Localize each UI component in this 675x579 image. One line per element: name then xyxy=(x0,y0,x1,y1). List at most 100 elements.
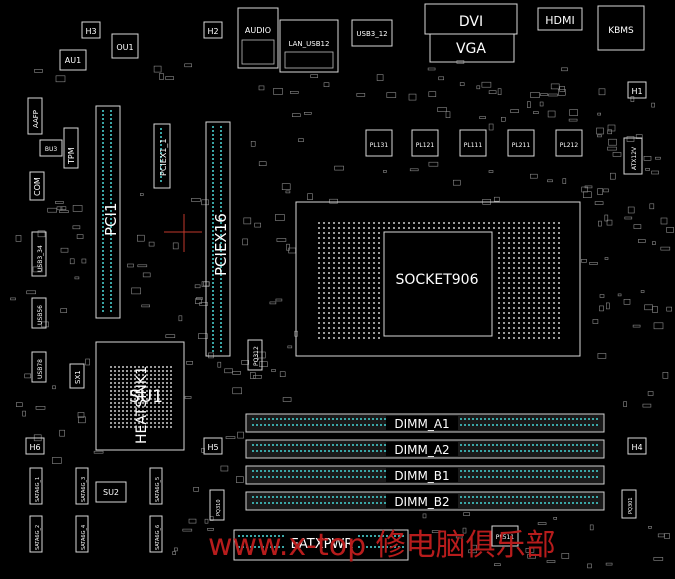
pin-row xyxy=(160,128,162,182)
small-components xyxy=(10,60,674,569)
pq312-mosfet: PQ312 xyxy=(247,339,263,371)
su2-label: SU2 xyxy=(103,488,119,497)
tpm-header: TPM xyxy=(63,127,79,169)
h4-label: H4 xyxy=(631,443,642,452)
h6-mount-hole: H6 xyxy=(25,437,45,455)
lan-usb12-connector: LAN_USB12 xyxy=(279,19,339,73)
h2-label: H2 xyxy=(207,27,218,36)
dimm-b2-label: DIMM_B2 xyxy=(394,495,449,509)
sata6g-6-port: SATA6G_6 xyxy=(149,515,163,553)
kbms-connector: KBMS xyxy=(597,5,645,51)
pin-row xyxy=(212,126,222,352)
eatxpwr-connector: EATXPWR xyxy=(233,529,409,561)
au1-label: AU1 xyxy=(65,56,81,65)
hdmi-label: HDMI xyxy=(545,14,574,27)
sata6g-1-label: SATA6G_1 xyxy=(35,477,41,502)
aafp-label: AAFP xyxy=(32,110,40,128)
h2-mount-hole: H2 xyxy=(203,21,223,39)
dimm-b1-slot: DIMM_B1 xyxy=(245,465,605,485)
socket-label: SOCKET906 xyxy=(396,272,479,288)
com-label: COM xyxy=(33,177,42,196)
pl121-label: PL121 xyxy=(416,142,435,149)
sx1-label: SX1 xyxy=(74,370,82,384)
pciex16-label: PCIEX16 xyxy=(212,213,230,276)
pq310-label: PQ310 xyxy=(216,500,222,517)
usb3-34-label: USB3_34 xyxy=(37,245,44,272)
usb3-34-header: USB3_34 xyxy=(31,231,47,277)
sata6g-5-label: SATA6G_5 xyxy=(155,477,161,502)
pq301-mosfet: PQ301 xyxy=(621,489,637,519)
pin-row xyxy=(252,496,598,504)
pq310-mosfet: PQ310 xyxy=(209,489,225,521)
tpm-label: TPM xyxy=(67,147,76,165)
pl131-choke: PL131 xyxy=(365,129,393,157)
sata6g-1-port: SATA6G_1 xyxy=(29,467,43,505)
pl211-choke: PL211 xyxy=(507,129,535,157)
dimm-a2-label: DIMM_A2 xyxy=(394,443,449,457)
audio-label: AUDIO xyxy=(245,26,271,35)
watermark: www.x-top 修电脑俱乐部 xyxy=(208,528,556,563)
usb56-label: USB56 xyxy=(37,305,44,325)
bu3-label: BU3 xyxy=(45,146,58,153)
dvi-label: DVI xyxy=(459,14,483,30)
pl111-choke: PL111 xyxy=(459,129,487,157)
pin-row xyxy=(252,470,598,478)
pl211-label: PL211 xyxy=(512,142,531,149)
pl511-choke: PL511 xyxy=(491,525,519,547)
ou1-component: OU1 xyxy=(111,33,139,59)
h1-label: H1 xyxy=(631,87,642,96)
pq312-label: PQ312 xyxy=(253,346,260,366)
pciex16-slot: PCIEX16 xyxy=(205,121,231,357)
sata6g-3-port: SATA6G_3 xyxy=(75,467,89,505)
pci1-label: PCI1 xyxy=(102,203,120,237)
eatxpwr-label: EATXPWR xyxy=(291,537,354,552)
h4-mount-hole: H4 xyxy=(627,437,647,455)
sata6g-4-label: SATA6G_4 xyxy=(81,525,87,550)
pq301-label: PQ301 xyxy=(628,498,634,515)
audio-connector: AUDIO xyxy=(237,7,279,69)
dimm-a1-slot: DIMM_A1 xyxy=(245,413,605,433)
pl111-label: PL111 xyxy=(464,142,483,149)
dimm-a2-slot: DIMM_A2 xyxy=(245,439,605,459)
pciex1-1-label: PCIEX1_1 xyxy=(159,139,168,176)
sata6g-2-port: SATA6G_2 xyxy=(29,515,43,553)
dimm-b2-slot: DIMM_B2 xyxy=(245,491,605,511)
ou1-label: OU1 xyxy=(116,43,133,52)
southbridge-grid xyxy=(110,366,172,428)
pciex1-1-slot: PCIEX1_1 xyxy=(153,123,171,189)
dimm-a1-label: DIMM_A1 xyxy=(394,417,449,431)
sata6g-4-port: SATA6G_4 xyxy=(75,515,89,553)
atx12v-label: ATX12V xyxy=(631,146,638,170)
h1-mount-hole: H1 xyxy=(627,81,647,99)
sata6g-6-label: SATA6G_6 xyxy=(155,525,161,550)
vga-label: VGA xyxy=(456,41,486,57)
heatsink1: SU1 HEATSINK1 xyxy=(95,341,185,451)
h6-label: H6 xyxy=(29,443,40,452)
su1-label: SU1 xyxy=(129,387,163,407)
sx1-crystal: SX1 xyxy=(69,363,85,389)
sata6g-2-label: SATA6G_2 xyxy=(35,525,41,550)
dvi-vga-connector: DVI VGA xyxy=(424,3,518,63)
usb78-header: USB78 xyxy=(31,351,47,383)
com-header: COM xyxy=(29,171,45,201)
pl212-choke: PL212 xyxy=(555,129,583,157)
dimm-b1-label: DIMM_B1 xyxy=(394,469,449,483)
pin-row xyxy=(102,110,112,312)
usb3-12-label: USB3_12 xyxy=(356,30,387,38)
pci1-slot: PCI1 xyxy=(95,105,121,319)
pl121-choke: PL121 xyxy=(411,129,439,157)
pl212-label: PL212 xyxy=(560,142,579,149)
h5-mount-hole: H5 xyxy=(203,437,223,455)
usb3-12-connector: USB3_12 xyxy=(351,19,393,47)
kbms-label: KBMS xyxy=(608,26,634,36)
h3-mount-hole: H3 xyxy=(81,21,101,39)
cpu-socket: SOCKET906 xyxy=(295,201,581,357)
aafp-header: AAFP xyxy=(27,97,43,135)
atx12v-connector: ATX12V xyxy=(623,137,643,175)
bu3-battery: BU3 xyxy=(39,139,63,157)
hdmi-connector: HDMI xyxy=(537,7,583,31)
usb78-label: USB78 xyxy=(37,359,44,379)
su2-chip: SU2 xyxy=(95,481,127,503)
sata6g-5-port: SATA6G_5 xyxy=(149,467,163,505)
